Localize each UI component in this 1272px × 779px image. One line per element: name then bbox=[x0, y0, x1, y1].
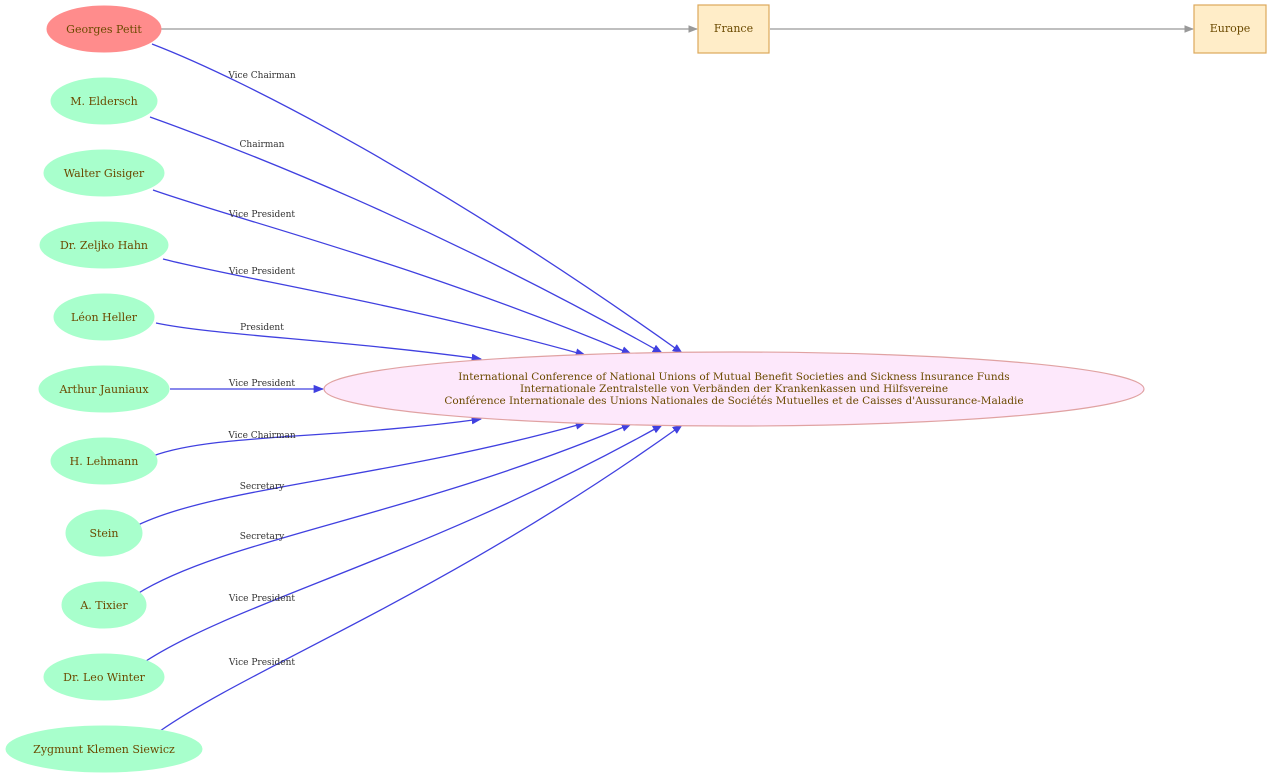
person-node-arthur-jauniaux[interactable]: Arthur Jauniaux bbox=[38, 365, 170, 413]
role-label-arthur-jauniaux: Vice President bbox=[228, 379, 296, 389]
person-label-a-tixier: A. Tixier bbox=[79, 599, 128, 612]
role-label-l-on-heller: President bbox=[240, 323, 284, 333]
person-label-dr-leo-winter: Dr. Leo Winter bbox=[63, 671, 145, 684]
person-ellipse bbox=[50, 77, 158, 125]
person-label-m-eldersch: M. Eldersch bbox=[70, 95, 138, 108]
role-label-h-lehmann: Vice Chairman bbox=[227, 431, 296, 441]
person-label-h-lehmann: H. Lehmann bbox=[70, 455, 139, 468]
organization-name-english: International Conference of National Uni… bbox=[458, 371, 1009, 383]
edge-dr-zeljko-hahn-to-organization bbox=[162, 258, 587, 357]
role-label-m-eldersch: Chairman bbox=[240, 140, 285, 150]
role-label-dr-leo-winter: Vice President bbox=[228, 594, 296, 604]
person-node-zygmunt-klemen-siewicz[interactable]: Zygmunt Klemen Siewicz bbox=[5, 725, 203, 773]
person-ellipse bbox=[46, 5, 162, 53]
place-node-europe[interactable]: Europe bbox=[1193, 4, 1267, 54]
person-node-stein[interactable]: Stein bbox=[65, 509, 143, 557]
person-ellipse bbox=[65, 509, 143, 557]
person-ellipse bbox=[53, 293, 155, 341]
person-label-georges-petit: Georges Petit bbox=[66, 23, 142, 36]
person-ellipse bbox=[43, 149, 165, 197]
edge-georges-petit-to-organization bbox=[151, 43, 683, 354]
edge-stein-to-organization bbox=[137, 421, 587, 526]
person-label-stein: Stein bbox=[89, 527, 118, 540]
organization-node[interactable]: International Conference of National Uni… bbox=[323, 351, 1145, 427]
person-label-walter-gisiger: Walter Gisiger bbox=[64, 167, 145, 180]
place-label-europe: Europe bbox=[1210, 22, 1251, 35]
person-node-walter-gisiger[interactable]: Walter Gisiger bbox=[43, 149, 165, 197]
role-label-a-tixier: Secretary bbox=[240, 532, 285, 542]
person-ellipse bbox=[50, 437, 158, 485]
organization-ellipse bbox=[323, 351, 1145, 427]
person-node-m-eldersch[interactable]: M. Eldersch bbox=[50, 77, 158, 125]
person-node-georges-petit[interactable]: Georges Petit bbox=[46, 5, 162, 53]
role-label-walter-gisiger: Vice President bbox=[228, 210, 296, 220]
edge-m-eldersch-to-organization bbox=[149, 116, 663, 354]
person-node-a-tixier[interactable]: A. Tixier bbox=[61, 581, 147, 629]
person-ellipse bbox=[39, 221, 169, 269]
edge-l-on-heller-to-organization bbox=[155, 322, 483, 362]
person-ellipse bbox=[61, 581, 147, 629]
edge-h-lehmann-to-organization bbox=[152, 416, 483, 457]
role-label-stein: Secretary bbox=[240, 482, 285, 492]
person-ellipse bbox=[5, 725, 203, 773]
organization-name-french: Conférence Internationale des Unions Nat… bbox=[444, 395, 1023, 407]
person-label-l-on-heller: Léon Heller bbox=[71, 311, 138, 324]
place-box bbox=[697, 4, 770, 54]
edge-a-tixier-to-organization bbox=[136, 423, 632, 595]
place-label-france: France bbox=[714, 22, 753, 35]
person-label-zygmunt-klemen-siewicz: Zygmunt Klemen Siewicz bbox=[33, 743, 175, 756]
place-node-france[interactable]: France bbox=[697, 4, 770, 54]
edge-dr-leo-winter-to-organization bbox=[145, 424, 663, 662]
person-node-dr-zeljko-hahn[interactable]: Dr. Zeljko Hahn bbox=[39, 221, 169, 269]
person-label-arthur-jauniaux: Arthur Jauniaux bbox=[58, 383, 149, 396]
place-box bbox=[1193, 4, 1267, 54]
role-edges bbox=[136, 43, 683, 732]
person-node-dr-leo-winter[interactable]: Dr. Leo Winter bbox=[43, 653, 165, 701]
person-node-l-on-heller[interactable]: Léon Heller bbox=[53, 293, 155, 341]
role-label-zygmunt-klemen-siewicz: Vice President bbox=[228, 658, 296, 668]
role-label-dr-zeljko-hahn: Vice President bbox=[228, 267, 296, 277]
edge-zygmunt-klemen-siewicz-to-organization bbox=[159, 424, 683, 732]
edge-walter-gisiger-to-organization bbox=[152, 189, 632, 355]
person-ellipse bbox=[38, 365, 170, 413]
person-label-dr-zeljko-hahn: Dr. Zeljko Hahn bbox=[60, 239, 148, 252]
role-label-georges-petit: Vice Chairman bbox=[227, 71, 296, 81]
organization-name-german: Internationale Zentralstelle von Verbänd… bbox=[520, 383, 948, 395]
person-node-h-lehmann[interactable]: H. Lehmann bbox=[50, 437, 158, 485]
person-ellipse bbox=[43, 653, 165, 701]
